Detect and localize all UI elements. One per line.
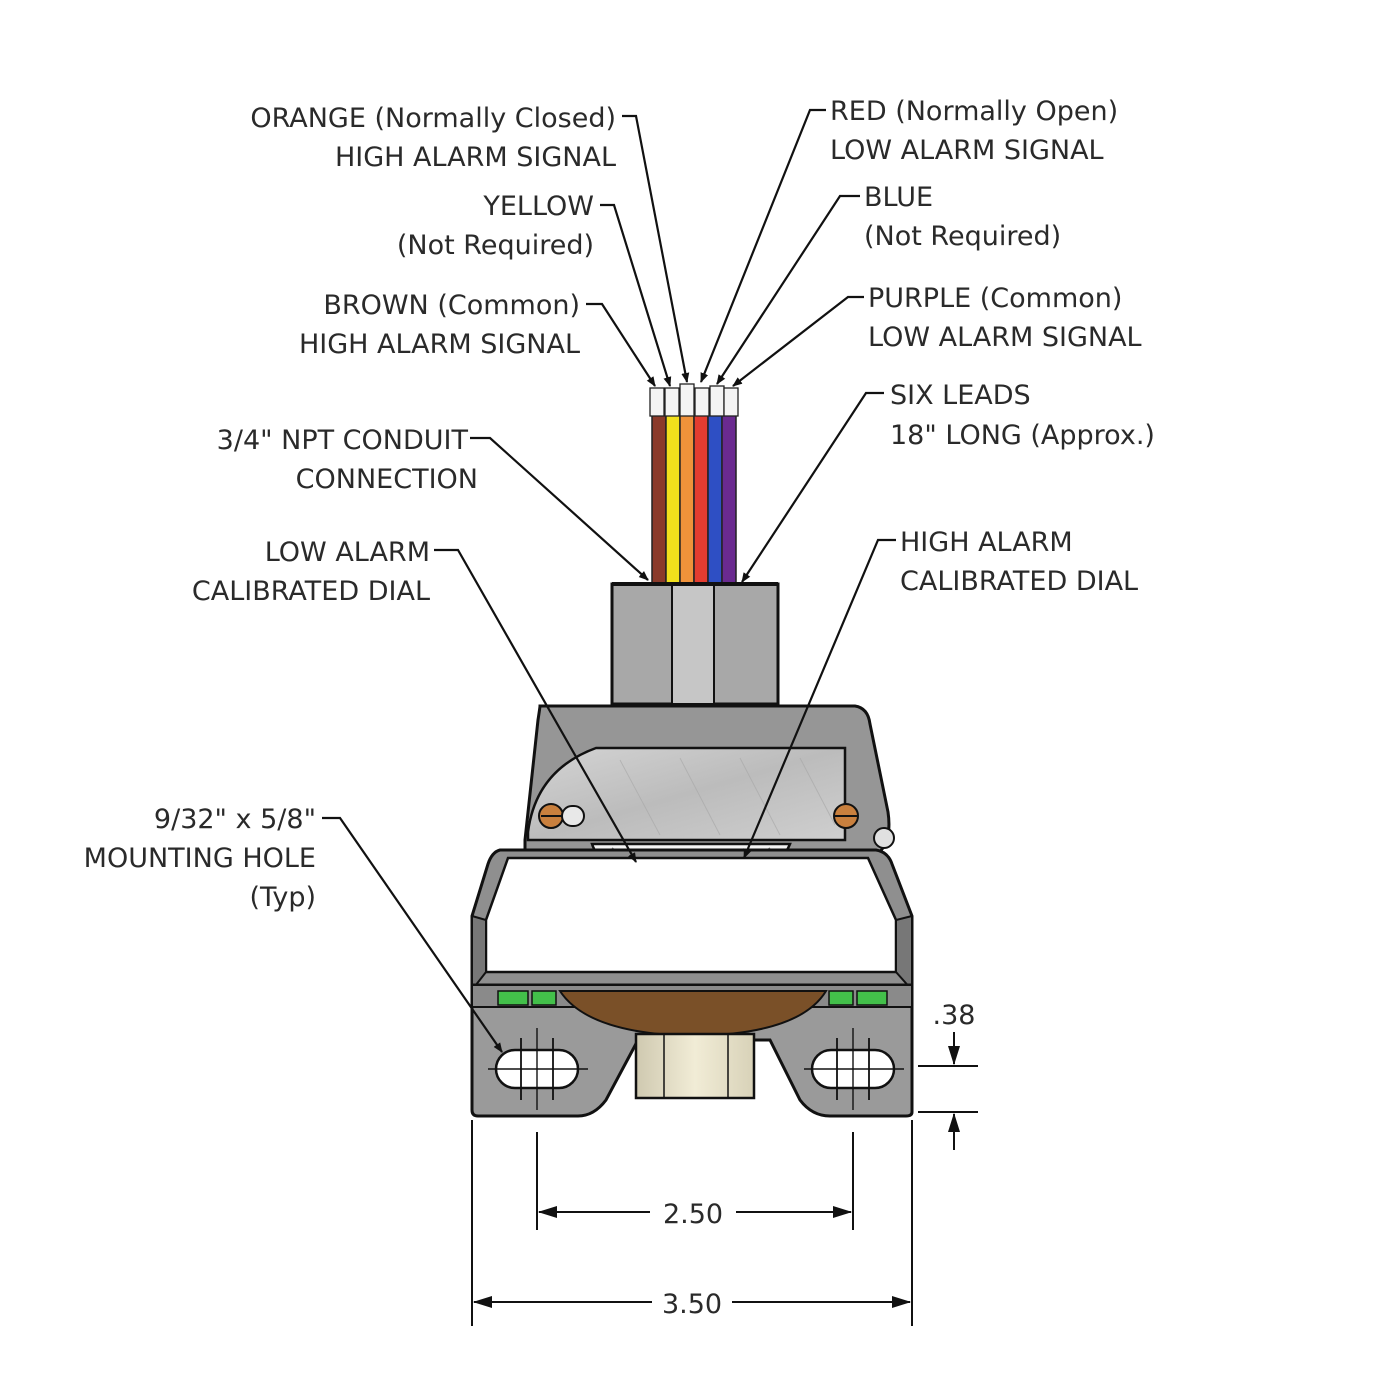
leader-high-dial	[742, 538, 896, 859]
mount-hole-label-line1: 9/32" x 5/8"	[154, 804, 316, 835]
high-dial-label-line2: CALIBRATED DIAL	[900, 566, 1138, 597]
orange-label-line2: HIGH ALARM SIGNAL	[335, 142, 616, 173]
brown-label-line2: HIGH ALARM SIGNAL	[299, 329, 580, 360]
wire-brown	[651, 414, 667, 586]
callout-labels: ORANGE (Normally Closed) HIGH ALARM SIGN…	[84, 96, 1155, 1320]
mount-hole-label-line3: (Typ)	[250, 882, 316, 913]
dim-overall-width-label: 3.50	[662, 1289, 722, 1320]
wire-red	[693, 414, 709, 586]
leader-purple	[732, 295, 864, 387]
low-dial-label-line2: CALIBRATED DIAL	[192, 576, 430, 607]
pressure-port-hex	[634, 1032, 756, 1100]
leader-leads	[741, 391, 884, 583]
brushed-texture	[619, 757, 836, 836]
leader-low-dial	[434, 548, 637, 863]
dim-base-height-label: .38	[933, 1000, 976, 1031]
conduit-label-line2: CONNECTION	[296, 464, 478, 495]
blue-label-line2: (Not Required)	[864, 221, 1061, 252]
purple-label-line2: LOW ALARM SIGNAL	[868, 322, 1142, 353]
leader-brown	[586, 302, 656, 387]
six-leads	[649, 383, 739, 586]
leader-blue	[716, 194, 860, 385]
cover-screw-right	[833, 803, 895, 849]
leads-label-line2: 18" LONG (Approx.)	[890, 420, 1155, 451]
gasket-blocks	[497, 990, 888, 1006]
leader-mount-hole	[322, 816, 503, 1053]
conduit-connection	[610, 582, 780, 706]
yellow-label-line1: YELLOW	[482, 191, 594, 222]
orange-label-line1: ORANGE (Normally Closed)	[250, 103, 616, 134]
dimension-lines	[471, 1032, 978, 1326]
brown-label-line1: BROWN (Common)	[323, 290, 580, 321]
leader-yellow	[600, 203, 672, 387]
low-dial-label-line1: LOW ALARM	[265, 537, 430, 568]
purple-label-line1: PURPLE (Common)	[868, 283, 1122, 314]
housing-window	[484, 856, 898, 974]
leader-red	[699, 108, 826, 383]
cover-screw-left	[538, 803, 585, 829]
dim-hole-spacing-label: 2.50	[663, 1199, 723, 1230]
wire-yellow	[665, 414, 681, 586]
base-plate	[470, 983, 914, 1118]
red-label-line1: RED (Normally Open)	[830, 96, 1118, 127]
blue-label-line1: BLUE	[864, 182, 933, 213]
red-label-line2: LOW ALARM SIGNAL	[830, 135, 1104, 166]
leader-orange	[622, 114, 690, 383]
stripped-wire-tips	[649, 383, 739, 417]
conduit-label-line1: 3/4" NPT CONDUIT	[217, 425, 469, 456]
mounting-hole-right	[804, 1028, 904, 1110]
high-dial-label-line1: HIGH ALARM	[900, 527, 1073, 558]
wire-orange	[679, 414, 695, 586]
leads-label-line1: SIX LEADS	[890, 380, 1031, 411]
housing-body	[470, 848, 914, 993]
leader-conduit	[470, 436, 649, 581]
yellow-label-line2: (Not Required)	[397, 230, 594, 261]
mounting-hole-left	[488, 1028, 588, 1110]
leader-lines	[322, 108, 896, 1053]
mount-hole-label-line2: MOUNTING HOLE	[84, 843, 316, 874]
wire-blue	[707, 414, 723, 586]
wire-purple	[721, 414, 737, 586]
